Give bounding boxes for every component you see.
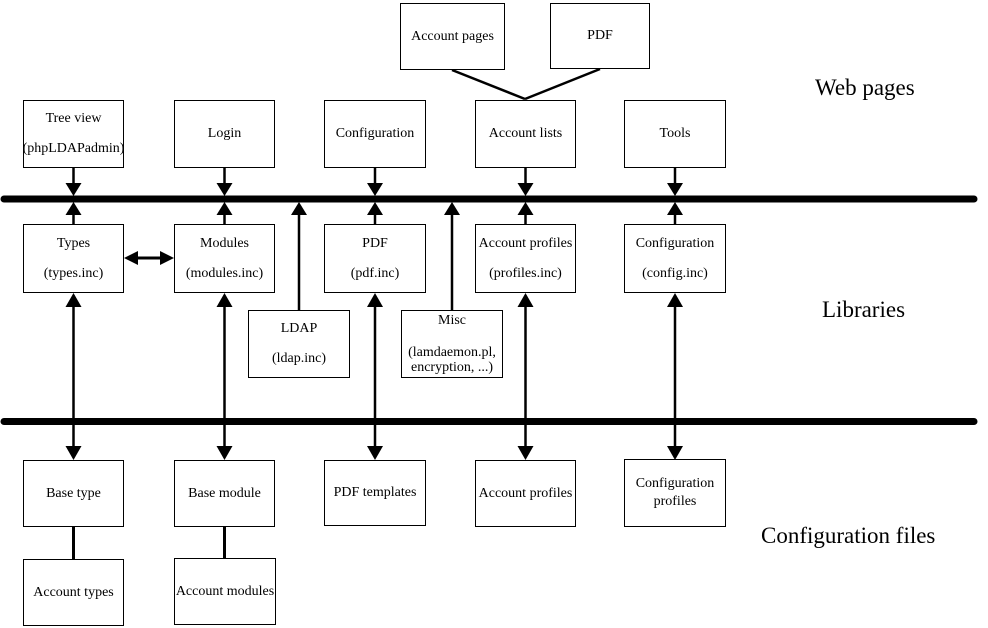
profiles-lib-profiles-files-arrow — [517, 293, 534, 460]
box-label: Misc — [438, 313, 466, 328]
misc-bus-arrow — [444, 202, 460, 310]
box-label: (types.inc) — [43, 265, 104, 281]
bus-link-configuration — [367, 168, 383, 224]
box-types: Types (types.inc) — [23, 224, 124, 293]
bus-link-login — [216, 168, 233, 224]
box-label: (ldap.inc) — [271, 351, 327, 366]
box-misc: Misc (lamdaemon.pl, encryption, ...) — [401, 310, 503, 378]
box-configuration-lib: Configuration (config.inc) — [624, 224, 726, 293]
box-label: profiles — [653, 494, 697, 509]
box-label: Tree view — [45, 111, 102, 126]
box-label: Account modules — [175, 583, 275, 599]
box-label: Tools — [659, 126, 691, 141]
box-label: LDAP — [280, 321, 318, 336]
box-label: Account profiles — [478, 235, 573, 251]
modules-base-module-arrow — [216, 293, 233, 460]
bus-link-tools — [667, 168, 683, 224]
box-login: Login — [174, 100, 275, 168]
box-label: (config.inc) — [642, 265, 708, 281]
box-tools: Tools — [624, 100, 726, 168]
types-modules-arrow — [124, 251, 174, 265]
box-label: Account lists — [488, 126, 563, 141]
bus-link-account-lists — [517, 168, 534, 224]
box-account-pages: Account pages — [400, 3, 505, 70]
box-label: (modules.inc) — [185, 265, 264, 281]
box-label: Base type — [46, 485, 101, 501]
box-configuration-page: Configuration — [324, 100, 426, 168]
box-label: Base module — [188, 485, 261, 501]
box-base-module: Base module — [174, 460, 275, 527]
box-label: PDF — [362, 235, 388, 251]
box-pdf-templates: PDF templates — [324, 460, 426, 526]
box-label: Types — [56, 235, 91, 251]
box-account-profiles-lib: Account profiles (profiles.inc) — [475, 224, 576, 293]
section-label-configuration-files: Configuration files — [761, 523, 936, 548]
box-label: Modules — [200, 235, 249, 251]
account-pages-to-account-lists-line — [451, 68, 526, 101]
box-label: PDF — [587, 28, 613, 43]
box-modules: Modules (modules.inc) — [174, 224, 275, 293]
box-account-modules: Account modules — [174, 558, 276, 625]
box-label: Configuration — [635, 235, 715, 251]
pdf-lib-pdf-templates-arrow — [367, 293, 383, 460]
box-label: Account pages — [411, 28, 494, 44]
box-base-type: Base type — [23, 460, 124, 527]
box-label: (pdf.inc) — [350, 265, 400, 281]
section-label-libraries: Libraries — [822, 297, 906, 322]
pdf-page-to-account-lists-line — [524, 67, 601, 101]
config-lib-config-profiles-arrow — [667, 293, 683, 460]
section-label-web-pages: Web pages — [815, 75, 915, 100]
box-account-profiles-files: Account profiles — [475, 460, 576, 527]
box-label: Account types — [33, 584, 114, 600]
box-account-lists: Account lists — [475, 100, 576, 168]
box-configuration-profiles: Configuration profiles — [624, 459, 726, 527]
bus-link-tree-view — [65, 168, 82, 224]
box-pdf-page: PDF — [550, 3, 650, 69]
box-tree-view: Tree view (phpLDAPadmin) — [23, 100, 124, 168]
box-account-types: Account types — [23, 559, 124, 626]
box-label: (phpLDAPadmin) — [22, 141, 125, 156]
box-label: encryption, ...) — [410, 360, 494, 375]
box-label: Login — [207, 126, 242, 141]
box-ldap: LDAP (ldap.inc) — [248, 310, 350, 378]
box-pdf-lib: PDF (pdf.inc) — [324, 224, 426, 293]
box-label: Account profiles — [478, 485, 573, 501]
types-base-type-arrow — [65, 293, 82, 460]
box-label: PDF templates — [333, 485, 417, 500]
box-label: Configuration — [635, 476, 715, 491]
ldap-bus-arrow — [291, 202, 307, 310]
box-label: Configuration — [335, 126, 415, 141]
box-label: (profiles.inc) — [489, 265, 562, 281]
box-label: (lamdaemon.pl, — [408, 345, 496, 360]
